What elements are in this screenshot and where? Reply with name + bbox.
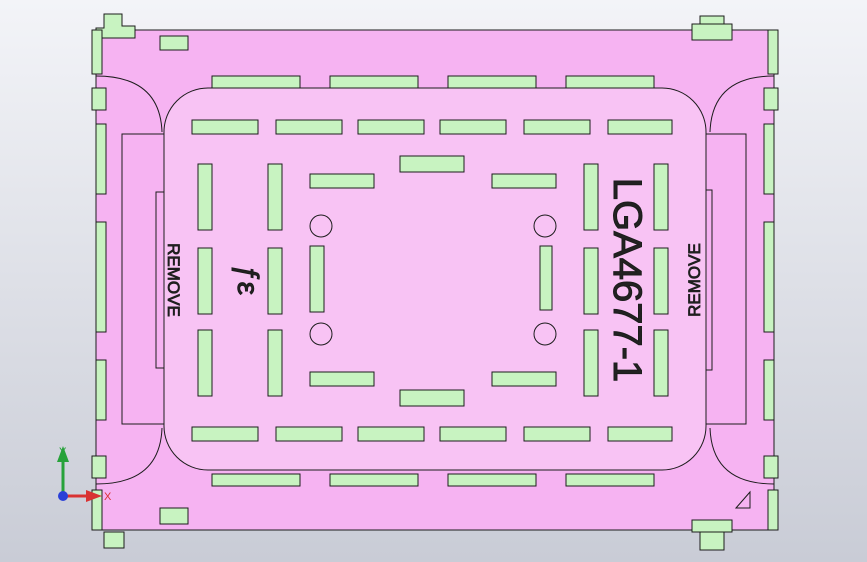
model-label: LGA4677-1 [605, 178, 649, 383]
corner-arcs [95, 75, 775, 485]
inner-pads [191, 119, 673, 442]
corner-clip-top-left [91, 13, 189, 75]
corner-clip-bottom-right [691, 489, 779, 551]
corner-clip-bottom-left [91, 489, 189, 549]
orientation-triangle [734, 490, 751, 509]
coordinate-triad: Y X [57, 446, 112, 503]
fiducial-holes [309, 214, 557, 346]
y-axis-label: Y [59, 446, 67, 458]
corner-clip-top-right [691, 15, 779, 75]
outer-pads [211, 75, 655, 487]
x-axis-label: X [104, 491, 112, 503]
logo-mark: ƒε [231, 265, 264, 295]
remove-label-right: REMOVE [685, 243, 704, 317]
inner-plate [163, 87, 707, 471]
remove-label-left: REMOVE [164, 243, 183, 317]
